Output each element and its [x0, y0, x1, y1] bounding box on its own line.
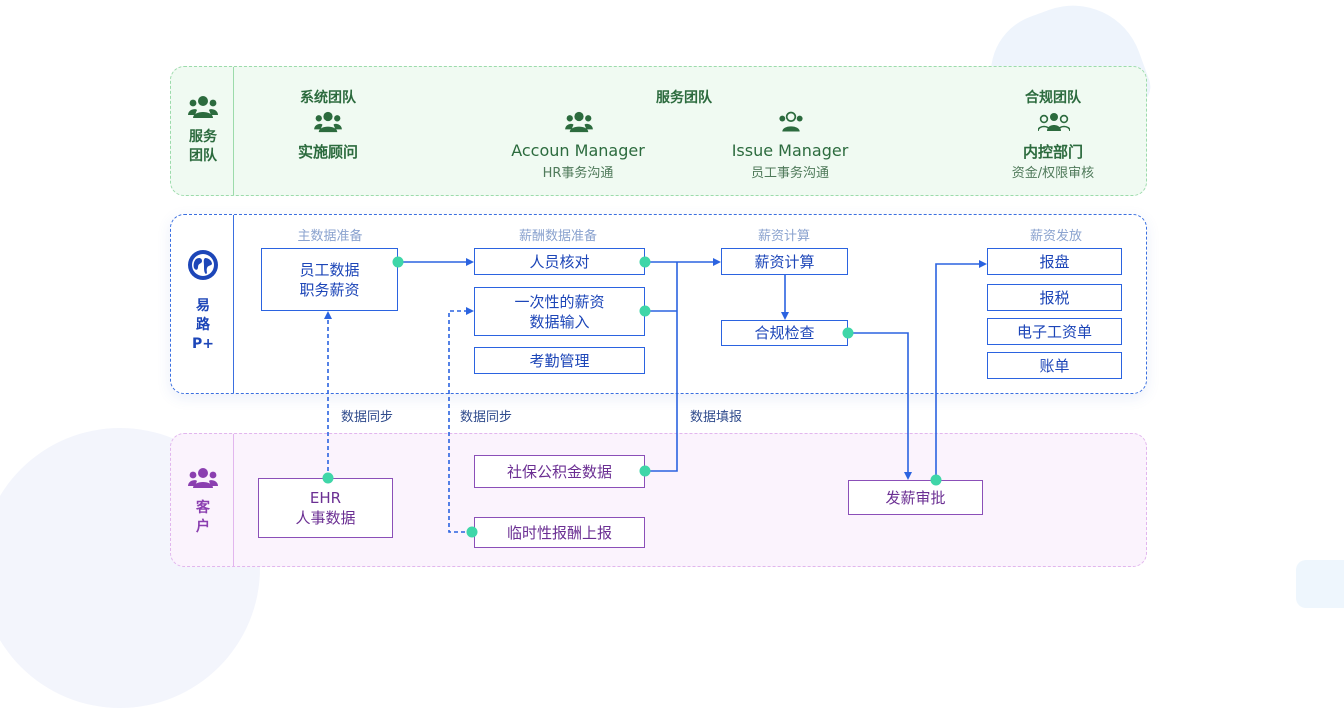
compliance-team-role: 资金/权限审核: [1011, 166, 1095, 181]
box-staff-check: 人员核对: [474, 248, 645, 275]
customer-icon: [188, 468, 218, 488]
issue-manager-role: 员工事务沟通: [750, 166, 829, 181]
connector-approval-to-report: [935, 260, 987, 480]
service-team-icon: [188, 96, 218, 118]
service-team-title: 服务团队: [656, 90, 712, 106]
box-one-time-salary: 一次性的薪资 数据输入: [474, 287, 645, 336]
box-temp-report: 临时性报酬上报: [474, 517, 645, 548]
flow-label-fill-in: 数据填报: [690, 410, 743, 425]
box-bill: 账单: [987, 352, 1122, 379]
box-master-data: 员工数据 职务薪资: [261, 248, 398, 311]
flow-label-sync-master: 数据同步: [341, 410, 394, 425]
platform-band-label: 易 路 P+: [192, 298, 214, 352]
team-icon: [565, 111, 593, 133]
stage-master-data: 主数据准备: [297, 229, 363, 244]
service-band-separator: [233, 67, 234, 195]
connector-social-merge: [645, 262, 678, 472]
background-blob-right: [1296, 560, 1344, 608]
box-attendance: 考勤管理: [474, 347, 645, 374]
customer-band-separator: [233, 434, 234, 566]
box-tax: 报税: [987, 284, 1122, 311]
connector-dot: [639, 305, 651, 317]
connector-dot: [639, 465, 651, 477]
box-report: 报盘: [987, 248, 1122, 275]
system-team-name: 实施顾问: [297, 143, 358, 161]
account-manager-role: HR事务沟通: [542, 166, 614, 181]
stage-salary-data-prep: 薪酬数据准备: [518, 229, 597, 244]
compliance-team-name: 内控部门: [1022, 143, 1083, 161]
connector-dot: [930, 474, 942, 486]
team-icon: [779, 111, 803, 132]
system-team-title: 系统团队: [300, 90, 356, 106]
account-manager-name: Accoun Manager: [511, 141, 645, 160]
customer-band-label: 客 户: [196, 500, 210, 535]
box-social-security: 社保公积金数据: [474, 455, 645, 488]
team-icon: [314, 111, 342, 133]
connector-dot: [322, 472, 334, 484]
team-icon: [1038, 113, 1070, 132]
connector-temp-to-onetime: [448, 307, 474, 533]
flow-label-sync-temp: 数据同步: [460, 410, 513, 425]
box-compliance-check: 合规检查: [721, 320, 848, 346]
platform-band-separator: [233, 215, 234, 393]
connector-dot: [392, 256, 404, 268]
connector-dot: [639, 256, 651, 268]
connector-layer: [322, 256, 987, 538]
box-salary-calc: 薪资计算: [721, 248, 848, 275]
stage-salary-calc: 薪资计算: [757, 229, 810, 244]
stage-salary-payout: 薪资发放: [1029, 229, 1082, 244]
connector-dot: [466, 526, 478, 538]
compliance-team-title: 合规团队: [1025, 90, 1081, 106]
box-payroll-approval: 发薪审批: [848, 480, 983, 515]
box-ehr: EHR 人事数据: [258, 478, 393, 538]
connector-dot: [842, 327, 854, 339]
service-band-label: 服务 团队: [189, 129, 217, 164]
globe-icon: [188, 250, 218, 280]
box-payslip: 电子工资单: [987, 318, 1122, 345]
issue-manager-name: Issue Manager: [731, 141, 849, 160]
connector-compliance-to-approval: [848, 332, 912, 480]
